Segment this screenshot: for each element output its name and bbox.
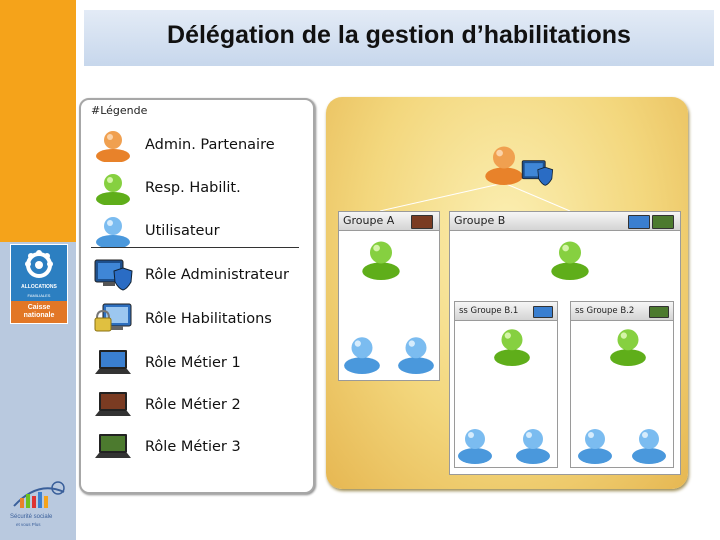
caf-sub-band: Caisse nationale <box>11 301 67 323</box>
group-header: ss Groupe B.1 <box>455 302 557 321</box>
legend-item-role-metier-3: Rôle Métier 3 <box>81 430 313 464</box>
laptop-brown-icon <box>411 215 433 229</box>
laptop-blue-icon <box>533 306 553 318</box>
group-header: ss Groupe B.2 <box>571 302 673 321</box>
caf-logo: ALLOCATIONS FAMILIALES Caisse nationale <box>10 244 68 324</box>
group-a: Groupe A <box>338 211 440 381</box>
laptop-green-icon <box>649 306 669 318</box>
legend-label: Rôle Habilitations <box>145 311 272 327</box>
legend-item-admin-partenaire: Admin. Partenaire <box>81 128 313 162</box>
title-bar: Délégation de la gestion d’habilitations <box>84 10 714 66</box>
legend-item-role-metier-2: Rôle Métier 2 <box>81 388 313 422</box>
legend-item-role-habilitations: Rôle Habilitations <box>81 302 313 336</box>
securite-sociale-emblem-icon <box>13 481 65 508</box>
admin-partenaire-icon <box>96 131 130 162</box>
utilisateur-icon <box>344 337 380 374</box>
subgroup-b2: ss Groupe B.2 <box>570 301 674 468</box>
resp-habilit-icon <box>494 329 530 366</box>
caf-line2: FAMILIALES <box>27 293 51 298</box>
legend-label: Resp. Habilit. <box>145 180 241 196</box>
group-name: Groupe A <box>343 214 395 227</box>
shield-monitor-icon <box>94 259 133 291</box>
legend-label: Admin. Partenaire <box>145 137 275 153</box>
legend-title: #Légende <box>91 104 148 117</box>
laptop-brown-icon <box>95 392 131 416</box>
shield-monitor-icon <box>521 160 554 186</box>
lock-monitor-icon <box>94 303 132 332</box>
legend-item-role-administrateur: Rôle Administrateur <box>81 258 313 292</box>
utilisateur-icon <box>632 429 666 464</box>
caf-line1: ALLOCATIONS <box>21 284 57 290</box>
admin-partenaire-icon <box>485 146 523 185</box>
secu-line2: et vous Plus <box>16 522 41 527</box>
utilisateur-icon <box>398 337 434 374</box>
utilisateur-icon <box>578 429 612 464</box>
laptop-green-icon <box>95 434 131 458</box>
legend-item-resp-habilit: Resp. Habilit. <box>81 171 313 205</box>
org-chart-panel: Groupe A Groupe B <box>326 97 688 489</box>
resp-habilit-icon <box>610 329 646 366</box>
caf-sub-line2: nationale <box>23 312 55 319</box>
subgroup-b1: ss Groupe B.1 <box>454 301 558 468</box>
legend-label: Rôle Métier 3 <box>145 439 241 455</box>
brand-bar-orange <box>0 0 76 242</box>
resp-habilit-icon <box>96 174 130 205</box>
utilisateur-icon <box>96 217 130 248</box>
group-header: Groupe B <box>450 212 680 231</box>
legend-divider <box>91 247 299 248</box>
legend-item-role-metier-1: Rôle Métier 1 <box>81 346 313 380</box>
secu-line1: Sécurité sociale <box>10 514 53 520</box>
group-header: Groupe A <box>339 212 439 231</box>
legend-label: Utilisateur <box>145 223 220 239</box>
legend-item-utilisateur: Utilisateur <box>81 214 313 248</box>
utilisateur-icon <box>516 429 550 464</box>
caf-sub-line1: Caisse <box>27 304 51 311</box>
utilisateur-icon <box>458 429 492 464</box>
subgroup-name: ss Groupe B.1 <box>459 306 519 316</box>
legend-label: Rôle Métier 2 <box>145 397 241 413</box>
laptop-green-icon <box>652 215 674 229</box>
laptop-blue-icon <box>95 350 131 374</box>
legend-label: Rôle Administrateur <box>145 267 289 283</box>
securite-sociale-logo: Sécurité sociale et vous Plus <box>8 478 70 530</box>
caf-emblem-icon <box>25 250 53 278</box>
subgroup-name: ss Groupe B.2 <box>575 306 635 316</box>
group-name: Groupe B <box>454 214 506 227</box>
laptop-blue-icon <box>628 215 650 229</box>
page-title: Délégation de la gestion d’habilitations <box>167 21 631 49</box>
group-b: Groupe B ss Groupe B.1 <box>449 211 681 475</box>
legend-panel: #Légende Admin. Partenaire Resp. Habilit… <box>79 98 315 494</box>
resp-habilit-icon <box>551 241 589 280</box>
resp-habilit-icon <box>362 241 400 280</box>
legend-label: Rôle Métier 1 <box>145 355 241 371</box>
